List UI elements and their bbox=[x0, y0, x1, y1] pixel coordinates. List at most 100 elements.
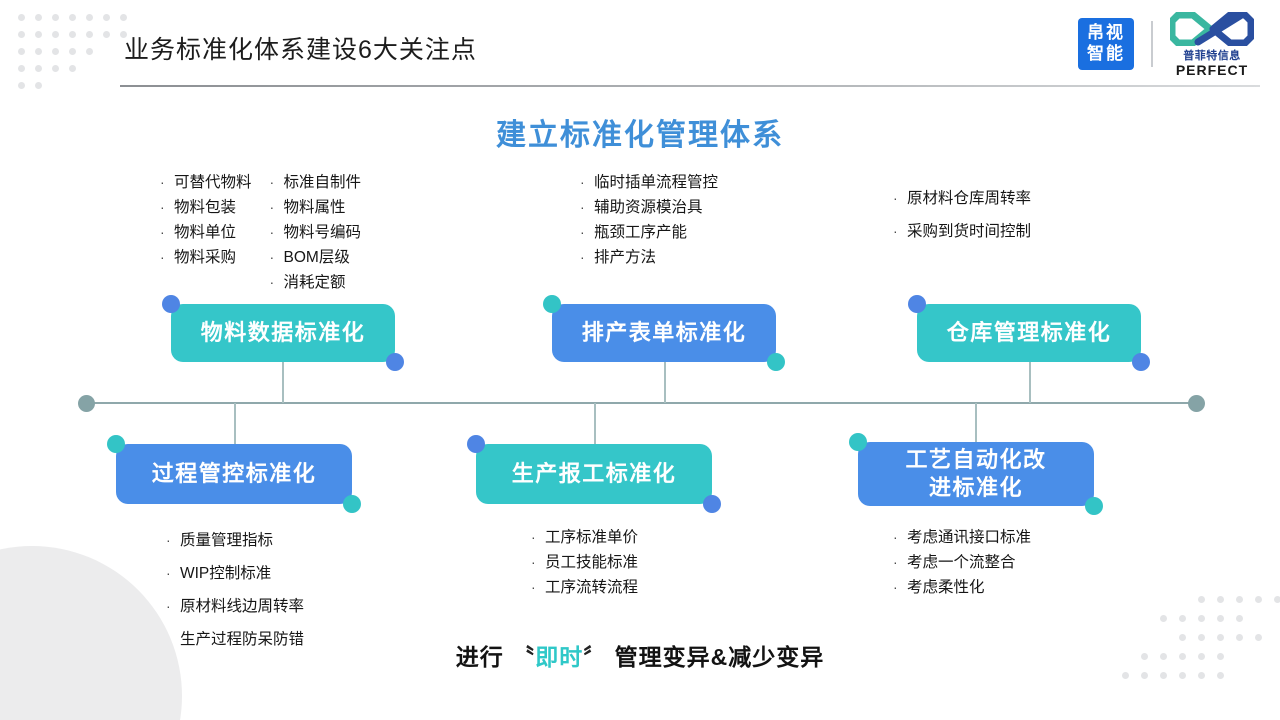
decorative-dot bbox=[103, 14, 110, 21]
list-item-label: 考虑通讯接口标准 bbox=[907, 529, 1032, 546]
footer-caption: 进行 〝即时〞 管理变异&减少变异 bbox=[0, 638, 1280, 672]
decorative-dot bbox=[35, 82, 42, 89]
list-item-label: 质量管理指标 bbox=[180, 532, 274, 549]
decorative-dot bbox=[1179, 672, 1186, 679]
list-item: ·质量管理指标 bbox=[166, 524, 304, 557]
decorative-dot bbox=[1198, 672, 1205, 679]
bullets-material: ·可替代物料·物料包装·物料单位·物料采购 ·标准自制件·物料属性·物料号编码·… bbox=[160, 170, 361, 295]
list-item-label: 考虑柔性化 bbox=[907, 579, 985, 596]
logo-badge-boshi: 帛视 智能 bbox=[1078, 18, 1134, 70]
decorative-dot bbox=[69, 14, 76, 21]
bullet-dot-icon: · bbox=[531, 554, 536, 570]
bullet-dot-icon: · bbox=[893, 554, 898, 570]
bullet-dot-icon: · bbox=[269, 274, 275, 290]
node-corner-dot-topleft bbox=[107, 435, 125, 453]
bullet-dot-icon: · bbox=[166, 565, 171, 581]
decorative-dot bbox=[1160, 672, 1167, 679]
node-production-schedule-standardization[interactable]: 排产表单标准化 bbox=[543, 295, 785, 371]
footer-prefix: 进行 bbox=[455, 644, 504, 670]
node-process-automation-standardization[interactable]: 工艺自动化改 进标准化 bbox=[849, 433, 1103, 515]
node-corner-dot-topleft bbox=[908, 295, 926, 313]
node-label: 工艺自动化改 进标准化 bbox=[905, 446, 1047, 500]
node-label: 生产报工标准化 bbox=[511, 460, 677, 486]
list-item-label: 工序标准单价 bbox=[545, 529, 639, 546]
decorative-dot bbox=[52, 48, 59, 55]
node-label: 物料数据标准化 bbox=[200, 319, 366, 345]
decorative-dot bbox=[1141, 672, 1148, 679]
footer-quote-open: 〝 bbox=[511, 644, 536, 670]
footer-highlight: 即时 bbox=[535, 644, 584, 670]
decorative-dot bbox=[1236, 615, 1243, 622]
bullets-process-list: ·质量管理指标·WIP控制标准·原材料线边周转率·生产过程防呆防错 bbox=[166, 524, 304, 656]
list-item-label: 排产方法 bbox=[594, 249, 657, 266]
bullets-process: ·质量管理指标·WIP控制标准·原材料线边周转率·生产过程防呆防错 bbox=[166, 524, 304, 656]
list-item: ·物料包装 bbox=[160, 195, 252, 220]
decorative-dot bbox=[69, 65, 76, 72]
footer-suffix: 管理变异&减少变异 bbox=[614, 644, 825, 670]
node-warehouse-management-standardization[interactable]: 仓库管理标准化 bbox=[908, 295, 1150, 371]
decorative-dot bbox=[18, 31, 25, 38]
connector-bottom-3 bbox=[975, 403, 977, 445]
list-item-label: 标准自制件 bbox=[283, 174, 362, 191]
decorative-dot bbox=[52, 31, 59, 38]
decorative-dot bbox=[69, 31, 76, 38]
logo-badge-line1: 帛视 bbox=[1087, 23, 1125, 43]
bullet-dot-icon: · bbox=[893, 190, 898, 206]
bullet-dot-icon: · bbox=[166, 598, 171, 614]
bullet-dot-icon: · bbox=[580, 249, 585, 265]
bullet-dot-icon: · bbox=[160, 249, 165, 265]
decorative-dot bbox=[1236, 596, 1243, 603]
list-item: ·原材料仓库周转率 bbox=[893, 182, 1031, 215]
decorative-dot bbox=[86, 14, 93, 21]
bullets-automation: ·考虑通讯接口标准·考虑一个流整合·考虑柔性化 bbox=[893, 525, 1031, 600]
decorative-dot bbox=[1160, 653, 1167, 660]
decorative-dot bbox=[1255, 634, 1262, 641]
bullet-dot-icon: · bbox=[893, 223, 898, 239]
connector-top-2 bbox=[664, 362, 666, 403]
list-item: ·辅助资源模治具 bbox=[580, 195, 718, 220]
decorative-dot bbox=[86, 48, 93, 55]
list-item: ·考虑柔性化 bbox=[893, 575, 1031, 600]
timeline-axis bbox=[86, 402, 1198, 404]
decorative-dot bbox=[18, 48, 25, 55]
node-corner-dot-bottomright bbox=[386, 353, 404, 371]
list-item: ·瓶颈工序产能 bbox=[580, 220, 718, 245]
list-item: ·原材料线边周转率 bbox=[166, 590, 304, 623]
logo-company-cn: 普菲特信息 bbox=[1183, 49, 1241, 62]
main-heading: 建立标准化管理体系 bbox=[496, 119, 784, 152]
decorative-dot bbox=[1122, 672, 1129, 679]
bullets-warehouse: ·原材料仓库周转率·采购到货时间控制 bbox=[893, 182, 1031, 248]
header-divider bbox=[120, 85, 1260, 87]
bullet-dot-icon: · bbox=[580, 199, 585, 215]
decorative-dots-bottom-right bbox=[1122, 596, 1280, 706]
node-corner-dot-bottomright bbox=[703, 495, 721, 513]
logo-perfect-group: 普菲特信息 PERFECT bbox=[1170, 11, 1254, 77]
list-item-label: 生产过程防呆防错 bbox=[180, 631, 305, 648]
connector-bottom-1 bbox=[234, 403, 236, 445]
decorative-dot bbox=[52, 14, 59, 21]
list-item: ·消耗定额 bbox=[270, 270, 362, 295]
decorative-dot bbox=[1198, 653, 1205, 660]
list-item: ·考虑通讯接口标准 bbox=[893, 525, 1031, 550]
connector-bottom-2 bbox=[594, 403, 596, 445]
list-item: · 员工技能标准 bbox=[531, 550, 638, 575]
node-process-control-standardization[interactable]: 过程管控标准化 bbox=[107, 435, 361, 513]
decorative-dot bbox=[1274, 596, 1280, 603]
list-item: ·WIP控制标准 bbox=[166, 557, 304, 590]
bullet-dot-icon: · bbox=[580, 224, 585, 240]
node-corner-dot-bottomright bbox=[1085, 497, 1103, 515]
decorative-dot bbox=[52, 65, 59, 72]
bullets-report-list: ·工序标准单价·员工技能标准·工序流转流程 bbox=[531, 525, 638, 600]
list-item: ·物料属性 bbox=[270, 195, 362, 220]
node-production-reporting-standardization[interactable]: 生产报工标准化 bbox=[467, 435, 721, 513]
list-item-label: 可替代物料 bbox=[174, 174, 252, 191]
list-item: ·物料单位 bbox=[160, 220, 252, 245]
node-material-data-standardization[interactable]: 物料数据标准化 bbox=[162, 295, 404, 371]
node-label: 过程管控标准化 bbox=[151, 460, 317, 486]
list-item-label: 员工技能标准 bbox=[545, 554, 639, 571]
decorative-dot bbox=[1255, 596, 1262, 603]
bullets-schedule: ·临时插单流程管控·辅助资源模治具·瓶颈工序产能·排产方法 bbox=[580, 170, 718, 270]
list-item: ·采购到货时间控制 bbox=[893, 215, 1031, 248]
list-item: ·物料采购 bbox=[160, 245, 252, 270]
